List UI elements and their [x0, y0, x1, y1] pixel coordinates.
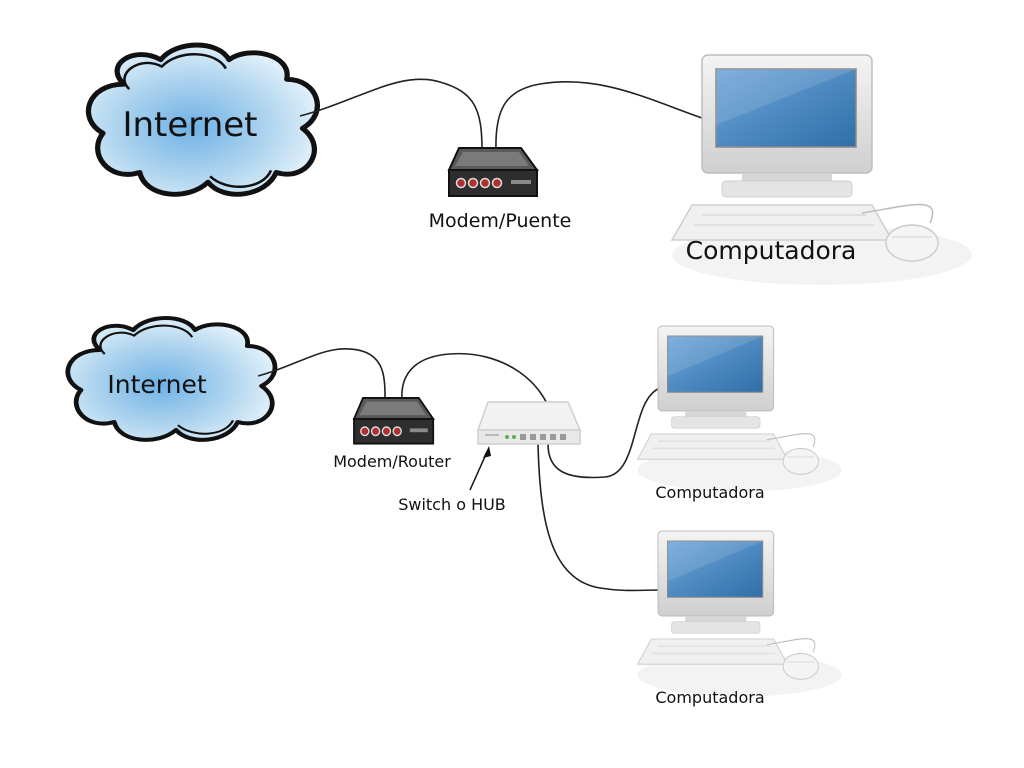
- modem-icon: [448, 147, 538, 197]
- top-modem: Modem/Puente: [429, 147, 572, 232]
- top-wire-modem-computer: [495, 80, 703, 151]
- arrow-icon: [469, 446, 491, 491]
- bottom-computer2-label: Computadora: [655, 688, 764, 707]
- modem-icon: [353, 397, 435, 445]
- bottom-wire-cloud-modem: [257, 348, 386, 401]
- bottom-wire-modem-switch: [401, 352, 556, 433]
- switch-icon: [476, 401, 582, 445]
- switch-hub: Switch o HUB: [398, 401, 582, 514]
- bottom-internet-label: Internet: [107, 370, 206, 399]
- bottom-computer-1: Computadora: [636, 325, 843, 502]
- bottom-modem: Modem/Router: [333, 397, 451, 471]
- top-internet-cloud: Internet: [88, 45, 317, 194]
- switch-label: Switch o HUB: [398, 495, 506, 514]
- top-wire-cloud-modem: [299, 78, 483, 151]
- bottom-internet-cloud: Internet: [68, 318, 275, 440]
- top-computer: Computadora: [671, 54, 973, 286]
- top-internet-label: Internet: [122, 105, 257, 145]
- bottom-wire-switch-computer2: [537, 443, 661, 592]
- computer-icon: [636, 530, 843, 698]
- bottom-computer1-label: Computadora: [655, 483, 764, 502]
- top-computer-label: Computadora: [686, 236, 857, 265]
- top-modem-label: Modem/Puente: [429, 210, 572, 232]
- bottom-wire-switch-computer1: [547, 387, 661, 479]
- bottom-computer-2: Computadora: [636, 530, 843, 707]
- bottom-modem-label: Modem/Router: [333, 452, 451, 471]
- computer-icon: [636, 325, 843, 493]
